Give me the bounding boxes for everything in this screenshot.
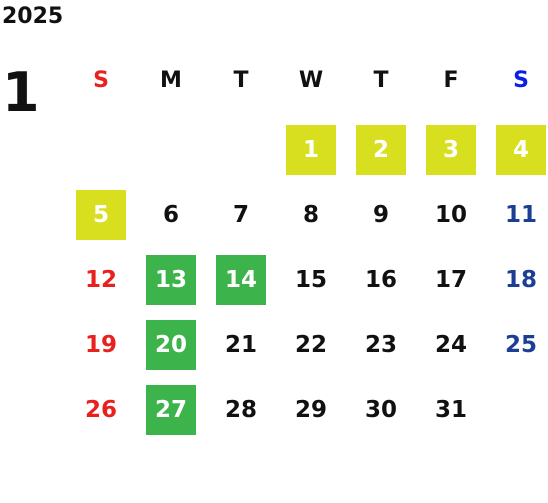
day-cell[interactable]: 16 <box>364 267 397 293</box>
day-cell[interactable]: 1 <box>286 125 336 175</box>
weekday-tue: T <box>233 68 249 93</box>
day-cell[interactable]: 13 <box>146 255 196 305</box>
day-cell[interactable]: 24 <box>434 332 467 358</box>
weekday-sun: S <box>93 68 109 93</box>
day-cell[interactable]: 6 <box>162 202 179 228</box>
week-row-5: 26 27 28 29 30 31 <box>66 385 548 437</box>
weekday-fri: F <box>443 68 459 93</box>
day-cell[interactable]: 5 <box>76 190 126 240</box>
day-cell[interactable]: 3 <box>426 125 476 175</box>
year-label: 2025 <box>2 4 64 29</box>
day-cell[interactable]: 15 <box>294 267 327 293</box>
week-row-2: 5 6 7 8 9 10 11 <box>66 190 548 242</box>
day-cell[interactable]: 11 <box>504 202 537 228</box>
month-number: 1 <box>2 61 40 124</box>
day-cell[interactable]: 17 <box>434 267 467 293</box>
day-cell[interactable]: 26 <box>84 397 117 423</box>
day-cell[interactable]: 22 <box>294 332 327 358</box>
day-cell[interactable]: 20 <box>146 320 196 370</box>
day-cell[interactable]: 14 <box>216 255 266 305</box>
day-cell[interactable]: 27 <box>146 385 196 435</box>
day-cell[interactable]: 30 <box>364 397 397 423</box>
day-cell[interactable]: 8 <box>302 202 319 228</box>
day-cell[interactable]: 19 <box>84 332 117 358</box>
day-cell[interactable]: 7 <box>232 202 249 228</box>
day-cell[interactable]: 10 <box>434 202 467 228</box>
day-cell[interactable]: 12 <box>84 267 117 293</box>
weekday-sat: S <box>513 68 529 93</box>
day-cell[interactable]: 23 <box>364 332 397 358</box>
day-cell[interactable]: 21 <box>224 332 257 358</box>
day-cell[interactable]: 2 <box>356 125 406 175</box>
day-cell[interactable]: 9 <box>372 202 389 228</box>
weekday-mon: M <box>160 68 182 93</box>
weekday-header-row: S M T W T F S <box>66 56 548 108</box>
week-row-3: 12 13 14 15 16 17 18 <box>66 255 548 307</box>
day-cell[interactable]: 28 <box>224 397 257 423</box>
day-cell[interactable]: 29 <box>294 397 327 423</box>
week-row-4: 19 20 21 22 23 24 25 <box>66 320 548 372</box>
day-cell[interactable]: 18 <box>504 267 537 293</box>
week-row-1: 1 2 3 4 <box>66 125 548 177</box>
day-cell[interactable]: 4 <box>496 125 546 175</box>
weekday-wed: W <box>298 68 324 93</box>
day-cell[interactable]: 25 <box>504 332 537 358</box>
weekday-thu: T <box>373 68 389 93</box>
day-cell[interactable]: 31 <box>434 397 467 423</box>
